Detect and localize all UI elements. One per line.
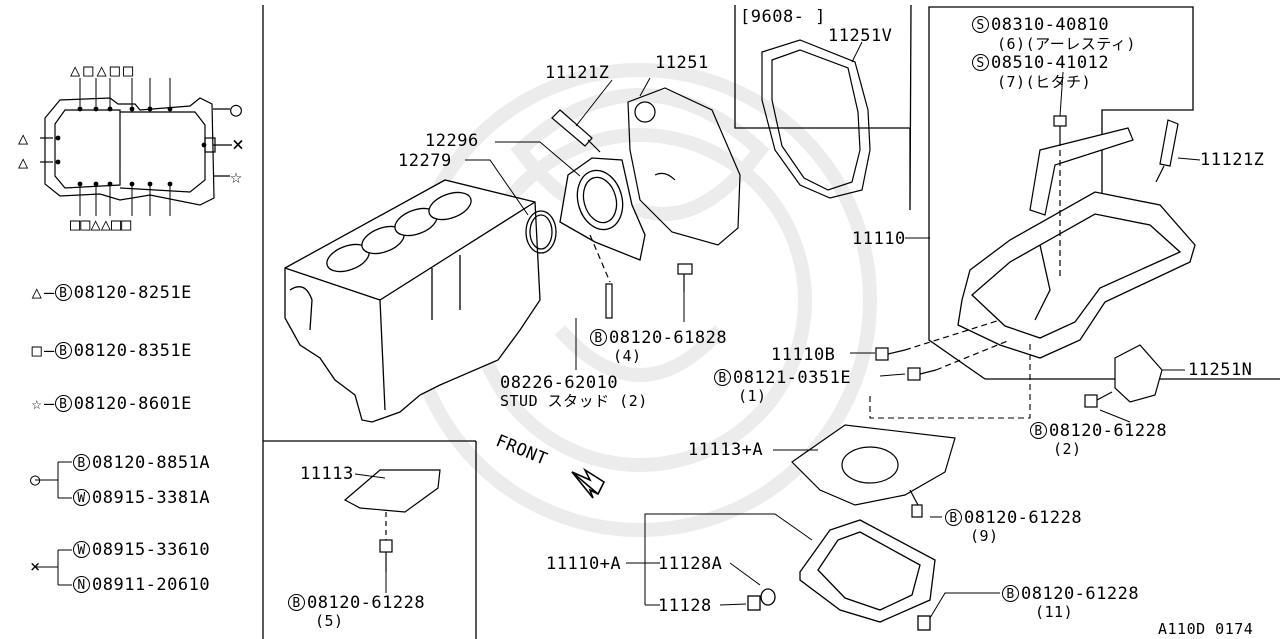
inset-star-symbol: ☆ xyxy=(230,164,243,188)
rear-plate xyxy=(627,87,741,246)
baffle-cover xyxy=(1029,127,1134,216)
callout-b08120-61228-2-qty: (2) xyxy=(1053,440,1082,458)
callout-11110b[interactable]: 11110B xyxy=(771,345,836,365)
callout-b08121-qty: (1) xyxy=(738,387,767,405)
callout-12279[interactable]: 12279 xyxy=(398,151,452,171)
inset-left-symbol-2: △ xyxy=(18,153,29,173)
inset-top-symbols: △□△□□ xyxy=(70,61,137,81)
callout-11121z-left[interactable]: 11121Z xyxy=(545,63,610,83)
callout-12296[interactable]: 12296 xyxy=(425,131,479,151)
callout-s08510-note: (7)(ヒタチ) xyxy=(997,73,1092,91)
lower-oil-pan xyxy=(747,519,936,631)
front-arrow-icon xyxy=(571,467,606,499)
callout-11128a[interactable]: 11128A xyxy=(658,554,723,574)
inset-cross-symbol: × xyxy=(232,132,245,156)
rear-oil-seal xyxy=(525,210,557,254)
dashed-reference xyxy=(869,340,1031,419)
callout-11128[interactable]: 11128 xyxy=(658,596,712,616)
inset-pan-outline xyxy=(40,97,232,206)
engine-block xyxy=(284,179,541,423)
callout-s08310-note: (6)(アーレスティ) xyxy=(997,35,1136,53)
callout-b08120-61228-11-qty: (11) xyxy=(1035,603,1074,621)
callout-11110[interactable]: 11110 xyxy=(852,229,906,249)
callout-b08120-61228-5-qty: (5) xyxy=(315,612,344,630)
footer-code: A110D 0174 xyxy=(1158,620,1254,638)
legend-circle-symbol: ○ xyxy=(30,470,41,490)
callout-11113[interactable]: 11113 xyxy=(300,464,354,484)
baffle-plate-a xyxy=(791,424,956,518)
inset-left-symbol-1: △ xyxy=(18,129,29,149)
inset-leader-lines xyxy=(79,78,171,216)
frame-lines xyxy=(262,4,1280,639)
callout-11121z-right[interactable]: 11121Z xyxy=(1200,150,1265,170)
legend-cross-symbol: × xyxy=(30,557,41,577)
leader-lines xyxy=(35,41,1201,619)
baffle-plate xyxy=(343,469,441,572)
inset-bolt-dots xyxy=(55,106,207,187)
callout-11110a[interactable]: 11110+A xyxy=(546,554,622,574)
callout-b08120-61828-qty: (4) xyxy=(613,347,642,365)
seal-retainer xyxy=(559,157,646,261)
cover-11251n xyxy=(1084,344,1163,408)
callout-11251v[interactable]: 11251V xyxy=(828,26,893,46)
bolt-61828 xyxy=(677,263,693,292)
callout-11251[interactable]: 11251 xyxy=(655,53,709,73)
callout-stud[interactable]: 08226-62010 xyxy=(500,373,619,393)
callout-11113a[interactable]: 11113+A xyxy=(688,440,764,460)
callout-11251v-date: [9608- ] xyxy=(740,7,826,27)
sealant-tube-right xyxy=(1155,119,1179,183)
upper-oil-pan xyxy=(957,191,1196,359)
bolts-11110b xyxy=(875,319,1011,381)
gasket-11251v xyxy=(761,39,871,199)
callout-b08120-61228-9-qty: (9) xyxy=(970,527,999,545)
callout-11251n[interactable]: 11251N xyxy=(1188,360,1253,380)
inset-circle-symbol: ○ xyxy=(230,97,243,121)
sealant-tube-left xyxy=(551,109,601,153)
inset-bottom-symbols: □□△△□□ xyxy=(70,215,132,235)
callout-stud-desc: STUD スタッド (2) xyxy=(500,392,648,410)
stud xyxy=(589,234,613,319)
